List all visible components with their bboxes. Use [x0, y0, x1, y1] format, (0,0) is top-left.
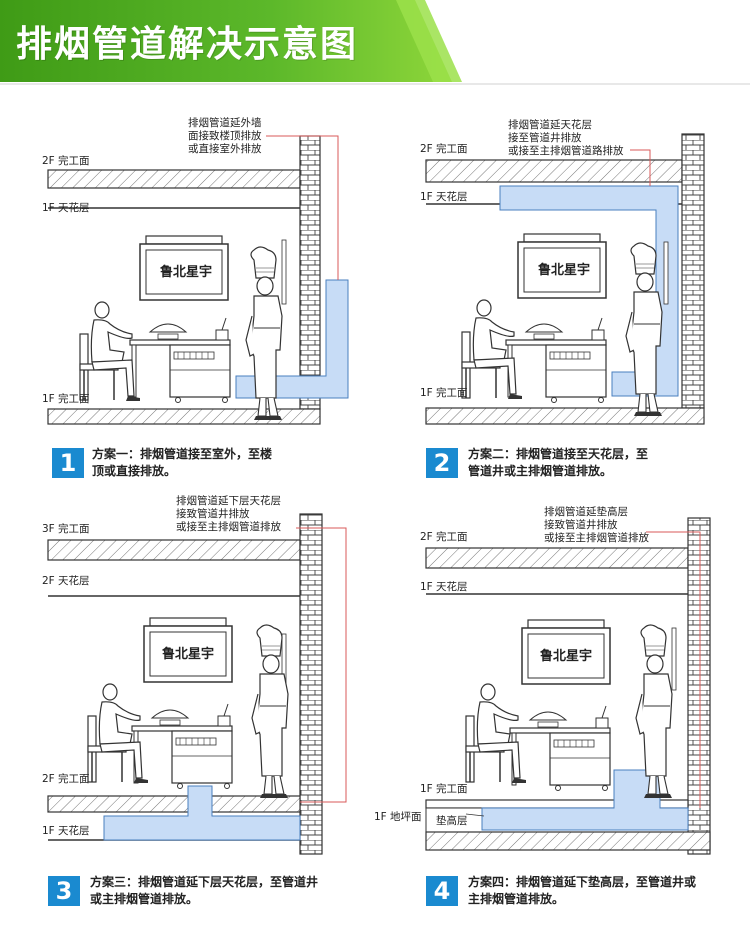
- label-ceiling: 1F 天花层: [42, 201, 90, 214]
- base-floor-slab: [425, 831, 711, 851]
- caption-line: 方案二：排烟管道接至天花层，至: [468, 447, 649, 461]
- upper-floor-slab: [47, 169, 301, 189]
- grill-table: [131, 703, 233, 790]
- panel-2: 鲁北星宇 排烟管道延天花层 接至管道井排放 或接至主排烟管道路排放 2F 完工面…: [420, 118, 705, 425]
- label-ceiling: 1F 天花层: [420, 580, 468, 593]
- brand-sign: 鲁北星宇: [540, 648, 592, 664]
- panel-1: 鲁北星宇 排烟管道延外墙 面接致楼顶排放 或直接室外排放 2F 完工面 1F 天…: [42, 116, 349, 425]
- annotation-text: 排烟管道延垫高层 接致管道井排放 或接至主排烟管道排放: [544, 505, 649, 544]
- brick-wall: [687, 517, 711, 855]
- label-top-slab: 3F 完工面: [42, 522, 90, 535]
- upper-floor-slab: [425, 547, 689, 569]
- caption-line: 方案一：排烟管道接至室外，至楼: [92, 447, 273, 461]
- customer-figure: [461, 299, 523, 400]
- exhaust-duct: [103, 785, 301, 841]
- brand-sign: 鲁北星宇: [160, 264, 212, 280]
- caption-1: 方案一：排烟管道接至室外，至楼 顶或直接排放。: [92, 446, 272, 480]
- exhaust-duct: [499, 185, 679, 397]
- caption-2: 方案二：排烟管道接至天花层，至 管道井或主排烟管道排放。: [468, 446, 648, 480]
- step-number-2: 2: [426, 448, 458, 478]
- annotation-text: 排烟管道延下层天花层 接致管道井排放 或接至主排烟管道排放: [176, 494, 284, 533]
- raised-layer-pointer: [465, 813, 485, 817]
- brick-wall: [681, 133, 705, 409]
- brand-sign: 鲁北星宇: [162, 646, 214, 662]
- label-ceiling: 1F 天花层: [420, 190, 468, 203]
- annotation-leader: [646, 531, 701, 808]
- brick-wall: [299, 135, 321, 410]
- label-top-slab: 2F 完工面: [420, 142, 468, 155]
- door-handle: [663, 241, 669, 305]
- page-title: 排烟管道解决示意图: [16, 24, 359, 65]
- upper-floor-slab: [425, 159, 683, 183]
- grill-table: [509, 705, 611, 792]
- grill-table: [505, 317, 607, 404]
- step-number-3: 3: [48, 876, 80, 906]
- panel-3: 鲁北星宇 排烟管道延下层天花层 接致管道井排放 或接至主排烟管道排放 3F 完工…: [42, 494, 347, 855]
- label-floor: 1F 完工面: [420, 386, 468, 399]
- caption-line: 方案四：排烟管道延下垫高层，至管道井或: [468, 875, 697, 889]
- caption-line: 顶或直接排放。: [92, 464, 177, 478]
- label-ceiling: 2F 天花层: [42, 574, 90, 587]
- caption-line: 管道井或主排烟管道排放。: [468, 464, 613, 478]
- door-handle: [281, 239, 287, 305]
- label-top-slab: 2F 完工面: [42, 154, 90, 167]
- banner-background: [0, 0, 750, 85]
- floor-slab: [47, 795, 301, 813]
- caption-line: 方案三：排烟管道延下层天花层，至管道井: [90, 875, 319, 889]
- label-top-slab: 2F 完工面: [420, 530, 468, 543]
- brand-sign: 鲁北星宇: [538, 262, 590, 278]
- floor-slab: [425, 407, 705, 425]
- label-floor: 1F 完工面: [42, 392, 90, 405]
- annotation-text: 排烟管道延天花层 接至管道井排放 或接至主排烟管道路排放: [508, 118, 624, 157]
- label-floor: 2F 完工面: [42, 772, 90, 785]
- brick-wall: [299, 513, 323, 855]
- annotation-leader: [266, 135, 339, 280]
- caption-line: 或主排烟管道排放。: [90, 892, 199, 906]
- label-floor: 1F 完工面: [420, 782, 468, 795]
- customer-figure: [79, 301, 141, 402]
- label-lower-ceiling: 1F 天花层: [42, 824, 90, 837]
- customer-figure: [87, 683, 149, 784]
- grill-table: [129, 317, 231, 404]
- label-raised-layer: 垫高层: [436, 814, 468, 827]
- label-base-floor: 1F 地坪面: [374, 810, 422, 823]
- caption-line: 主排烟管道排放。: [468, 892, 565, 906]
- step-number-4: 4: [426, 876, 458, 906]
- title-banner: 排烟管道解决示意图: [0, 0, 750, 92]
- annotation-leader: [296, 527, 347, 803]
- exhaust-duct: [235, 279, 349, 399]
- caption-3: 方案三：排烟管道延下层天花层，至管道井 或主排烟管道排放。: [90, 874, 318, 908]
- annotation-text: 排烟管道延外墙 面接致楼顶排放 或直接室外排放: [188, 116, 265, 155]
- step-number-1: 1: [52, 448, 84, 478]
- caption-4: 方案四：排烟管道延下垫高层，至管道井或 主排烟管道排放。: [468, 874, 696, 908]
- floor-slab: [47, 408, 321, 425]
- door-handle: [671, 627, 677, 691]
- annotation-leader: [630, 149, 651, 186]
- upper-floor-slab: [47, 539, 301, 561]
- panel-4: 鲁北星宇 排烟管道延垫高层 接致管道井排放 或接至主排烟管道排放 2F 完工面 …: [374, 505, 711, 855]
